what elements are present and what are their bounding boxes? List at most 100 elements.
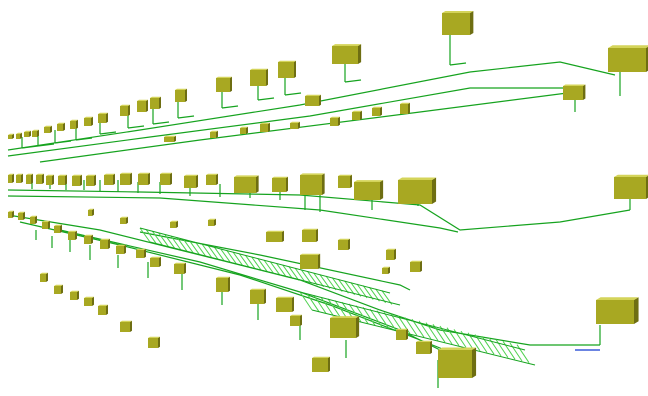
lower-panel-8[interactable] [116, 244, 126, 254]
middle-panel-14[interactable] [234, 175, 259, 193]
panel-top [54, 284, 63, 286]
lower-panel-14[interactable] [276, 296, 294, 312]
lower-panel-4[interactable] [54, 224, 62, 233]
lower-panel-30[interactable] [84, 296, 94, 306]
middle-panel-10[interactable] [138, 172, 150, 185]
lower-panel-17[interactable] [266, 230, 284, 242]
lower-panel-31[interactable] [98, 304, 108, 315]
middle-panel-5[interactable] [58, 174, 67, 185]
upper-panel-13[interactable] [216, 76, 232, 92]
lower-panel-39[interactable] [208, 218, 216, 226]
lower-panel-1[interactable] [18, 211, 25, 220]
panel-side [184, 262, 186, 274]
upper-panel-18[interactable] [608, 45, 648, 72]
upper-panel-0[interactable] [8, 133, 14, 139]
lower-panel-24[interactable] [438, 347, 477, 378]
middle-panel-18[interactable] [354, 180, 384, 200]
lower-panel-37[interactable] [120, 216, 128, 224]
lower-panel-35[interactable] [382, 266, 390, 274]
lower-panel-27[interactable] [40, 272, 48, 282]
middle-panel-16[interactable] [300, 173, 325, 195]
cable-tray-rung-10 [201, 243, 213, 259]
middle-panel-2[interactable] [26, 173, 33, 184]
lower-panel-22[interactable] [396, 328, 408, 340]
lower-panel-6[interactable] [84, 234, 93, 244]
upper-highlight-panel[interactable] [164, 135, 176, 142]
lower-panel-13[interactable] [250, 288, 266, 304]
middle-panel-7[interactable] [86, 174, 96, 186]
lower-panel-21[interactable] [330, 316, 360, 338]
upper-panel-1[interactable] [16, 132, 22, 139]
upper-panel-20[interactable] [305, 94, 321, 106]
middle-panel-4[interactable] [46, 174, 54, 185]
middle-panel-17[interactable] [338, 174, 352, 188]
middle-panel-20[interactable] [614, 174, 648, 199]
upper-panel-4[interactable] [44, 125, 52, 133]
lower-panel-2[interactable] [30, 215, 37, 224]
panel-front [70, 121, 76, 129]
lower-panel-23[interactable] [416, 340, 432, 354]
lower-panel-11[interactable] [174, 262, 186, 274]
lower-panel-7[interactable] [100, 238, 110, 249]
lower-panel-25[interactable] [596, 297, 639, 324]
panel-side [94, 174, 96, 186]
upper-panel-16[interactable] [332, 44, 362, 64]
upper-panel-14[interactable] [250, 68, 268, 86]
lower-panel-16[interactable] [302, 228, 318, 242]
lower-panel-34[interactable] [290, 314, 302, 326]
middle-panel-13[interactable] [206, 173, 218, 185]
upper-panel-26[interactable] [260, 122, 270, 132]
upper-panel-27[interactable] [240, 126, 248, 134]
panel-top [120, 104, 130, 106]
upper-panel-21[interactable] [330, 116, 340, 126]
upper-panel-17[interactable] [442, 10, 474, 35]
middle-panel-6[interactable] [72, 174, 82, 186]
upper-panel-28[interactable] [210, 130, 218, 138]
lower-panel-28[interactable] [54, 284, 63, 294]
middle-panel-1[interactable] [16, 173, 23, 183]
lower-panel-38[interactable] [170, 220, 178, 228]
lower-panel-32[interactable] [120, 320, 132, 332]
upper-panel-8[interactable] [98, 112, 108, 123]
middle-panel-19[interactable] [398, 177, 437, 204]
upper-panel-5[interactable] [57, 122, 65, 131]
upper-panel-3[interactable] [32, 129, 39, 137]
middle-panel-12[interactable] [184, 174, 198, 188]
upper-panel-25[interactable] [290, 121, 300, 129]
upper-panel-10[interactable] [137, 99, 148, 112]
lower-panel-0[interactable] [8, 210, 14, 218]
lower-panel-36[interactable] [88, 208, 94, 216]
middle-panel-3[interactable] [36, 173, 44, 184]
upper-panel-12[interactable] [175, 88, 187, 102]
lower-panel-33[interactable] [148, 336, 160, 348]
upper-panel-22[interactable] [352, 110, 362, 120]
middle-panel-0[interactable] [8, 173, 14, 183]
upper-panel-7[interactable] [84, 116, 93, 126]
middle-panel-9[interactable] [120, 172, 132, 185]
upper-panel-23[interactable] [372, 106, 382, 116]
upper-panel-2[interactable] [24, 130, 31, 137]
middle-panel-15[interactable] [272, 176, 288, 192]
lower-panel-20[interactable] [410, 260, 422, 272]
lower-panel-5[interactable] [68, 230, 77, 240]
lower-panel-19[interactable] [386, 248, 396, 260]
upper-panel-6[interactable] [70, 119, 78, 129]
lower-panel-12[interactable] [216, 276, 230, 292]
middle-panel-11[interactable] [160, 172, 172, 185]
middle-panel-8[interactable] [104, 173, 115, 185]
panel-top [596, 297, 639, 300]
lower-panel-18[interactable] [338, 238, 350, 250]
lower-panel-29[interactable] [70, 290, 79, 300]
upper-panel-11[interactable] [150, 96, 161, 109]
lower-panel-3[interactable] [42, 220, 50, 229]
panel-top [382, 266, 390, 268]
upper-panel-15[interactable] [278, 60, 296, 78]
lower-panel-10[interactable] [150, 256, 161, 267]
lower-panel-15[interactable] [300, 253, 321, 269]
lower-panel-26[interactable] [312, 356, 330, 372]
lower-panel-9[interactable] [136, 248, 146, 258]
upper-panel-9[interactable] [120, 104, 130, 116]
upper-panel-19[interactable] [563, 84, 586, 100]
upper-panel-24[interactable] [400, 102, 410, 114]
